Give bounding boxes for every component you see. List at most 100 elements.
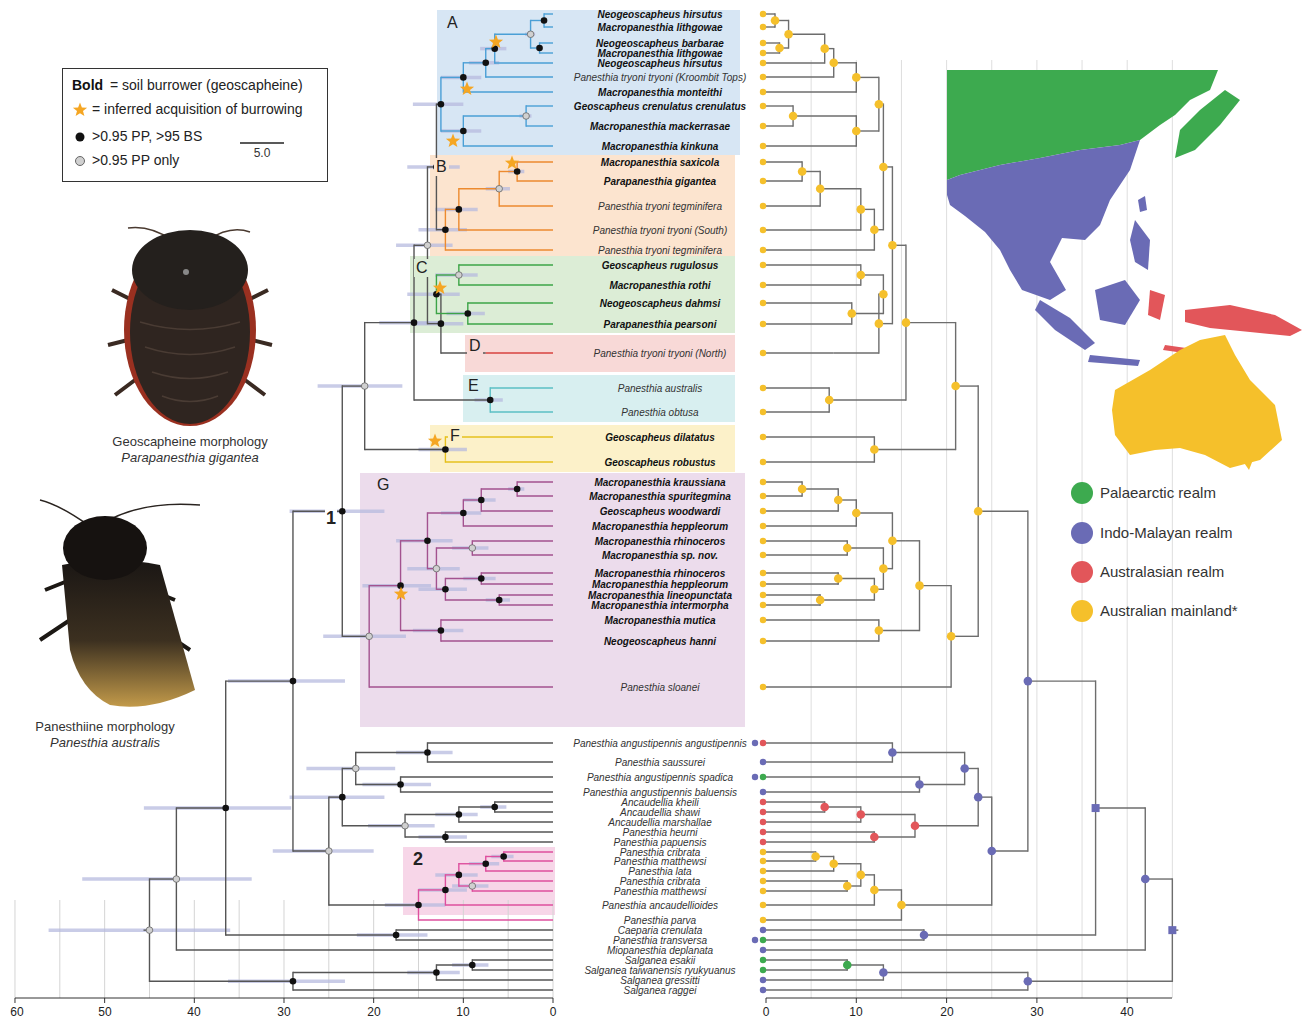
- segment: [140, 322, 240, 402]
- support-dot-pp-bs: [442, 226, 449, 233]
- taxon-label: Caeparia crenulata: [618, 925, 703, 936]
- clade-letter: A: [445, 14, 460, 32]
- support-dot-pp-bs: [442, 586, 449, 593]
- tree-branch: [856, 512, 892, 513]
- support-dot-pp-bs: [496, 597, 503, 604]
- tip-area-dot: [760, 538, 766, 544]
- taxon-label: Panesthia tryoni tryoni (Kroombit Tops): [574, 72, 747, 83]
- support-dot-pp-bs: [415, 902, 422, 909]
- tree-layer: [143, 14, 1178, 990]
- support-dot-pp-bs: [469, 962, 476, 969]
- support-dot-pp-bs: [442, 887, 449, 894]
- support-dot-pp: [469, 545, 476, 552]
- hpd-bar: [323, 635, 406, 639]
- region-map: [947, 70, 1302, 470]
- tree-branch: [766, 929, 924, 930]
- tree-branch: [463, 62, 485, 63]
- grid-line: [856, 60, 857, 998]
- tree-branch: [766, 145, 856, 146]
- clade-letter: D: [467, 337, 483, 355]
- area-node-dot: [888, 748, 897, 757]
- taxon-label: Ancaudellia marshallae: [608, 817, 711, 828]
- support-dot-pp-bs: [438, 320, 445, 327]
- tree-branch: [766, 904, 874, 905]
- tree-branch: [445, 249, 553, 250]
- grid-line: [553, 900, 554, 998]
- area-node-dot: [834, 574, 843, 583]
- taxon-label: Parapanesthia pearsoni: [604, 319, 717, 330]
- tip-area-dot: [760, 819, 766, 825]
- area-node-dot: [843, 961, 852, 970]
- tree-branch: [499, 205, 553, 206]
- tree-branch: [838, 578, 874, 579]
- tip-area-dot: [760, 24, 766, 30]
- figure-caption: Parapanesthia gigantea: [121, 451, 258, 465]
- taxon-label: Macropanesthia mackerrasae: [590, 121, 730, 132]
- tree-branch: [441, 77, 463, 78]
- taxon-label: Neogeoscapheus hanni: [604, 636, 716, 647]
- support-dot-pp-bs: [442, 446, 449, 453]
- axis-tick: [194, 998, 195, 1003]
- taxon-label: Macropanesthia lineopunctata: [588, 590, 732, 601]
- clade-band: 2: [403, 847, 555, 915]
- burrowing-star: [446, 134, 460, 148]
- tree-branch: [766, 125, 793, 126]
- tip-area-dot: [760, 967, 766, 973]
- tree-branch: [401, 776, 553, 777]
- pronotum: [132, 230, 248, 310]
- tip-area-dot: [760, 178, 766, 184]
- axis-tick: [463, 998, 464, 1003]
- legend-label: = inferred acquisition of burrowing: [92, 102, 303, 117]
- support-dot-pp-bs: [541, 17, 548, 24]
- tree-branch: [459, 229, 553, 230]
- taxon-label: Macropanesthia monteithi: [598, 87, 722, 98]
- burrowing-star: [428, 434, 442, 448]
- axis-line: [766, 998, 1172, 999]
- taxon-label: Panesthia tryoni tegminifera: [598, 201, 722, 212]
- area-node-dot: [843, 882, 852, 891]
- support-dot-pp-bs: [482, 860, 489, 867]
- support-dot-pp-bs: [460, 74, 467, 81]
- support-dot-pp-bs: [514, 486, 521, 493]
- area-node-dot: [825, 396, 834, 405]
- support-dot-pp-bs: [465, 310, 472, 317]
- tree-branch: [766, 761, 892, 762]
- area-node-dot: [771, 16, 780, 25]
- clade-band-fill: [430, 425, 735, 472]
- tip-area-dot: [752, 937, 758, 943]
- tip-area-dot: [760, 409, 766, 415]
- tree-branch: [517, 180, 553, 181]
- support-dot-pp: [523, 113, 530, 120]
- axis-number: 10: [849, 1006, 862, 1019]
- tip-area-dot: [760, 617, 766, 623]
- tree-branch: [405, 814, 459, 815]
- map-newguinea: [1185, 305, 1302, 336]
- tree-branch: [468, 323, 553, 324]
- tip-area-dot: [760, 50, 766, 56]
- tree-branch: [906, 540, 920, 541]
- support-dot-pp-bs: [478, 575, 485, 582]
- tree-branch: [365, 449, 446, 450]
- taxon-label: Panesthia angustipennis spadica: [587, 772, 733, 783]
- axis-tick: [14, 998, 15, 1003]
- axis-tick: [1036, 998, 1037, 1003]
- tree-branch: [149, 878, 176, 879]
- tip-area-dot: [760, 602, 766, 608]
- axis-number: 40: [1120, 1006, 1133, 1019]
- tree-branch: [766, 52, 780, 53]
- tree-branch: [879, 630, 920, 631]
- tree-branch: [293, 850, 329, 851]
- support-dot-pp: [326, 848, 333, 855]
- area-node-dot: [816, 596, 825, 605]
- hpd-bar: [318, 384, 403, 388]
- tree-branch: [149, 981, 292, 982]
- support-dot-pp-bs: [438, 101, 445, 108]
- tree-branch: [414, 399, 490, 400]
- tree-branch: [820, 599, 874, 600]
- tree-branch: [834, 352, 879, 353]
- support-dot-pp: [352, 765, 359, 772]
- burrowing-star: [433, 281, 447, 295]
- support-dot-pp-bs: [514, 168, 521, 175]
- tree-branch: [766, 919, 901, 920]
- support-dot-pp-bs: [393, 932, 400, 939]
